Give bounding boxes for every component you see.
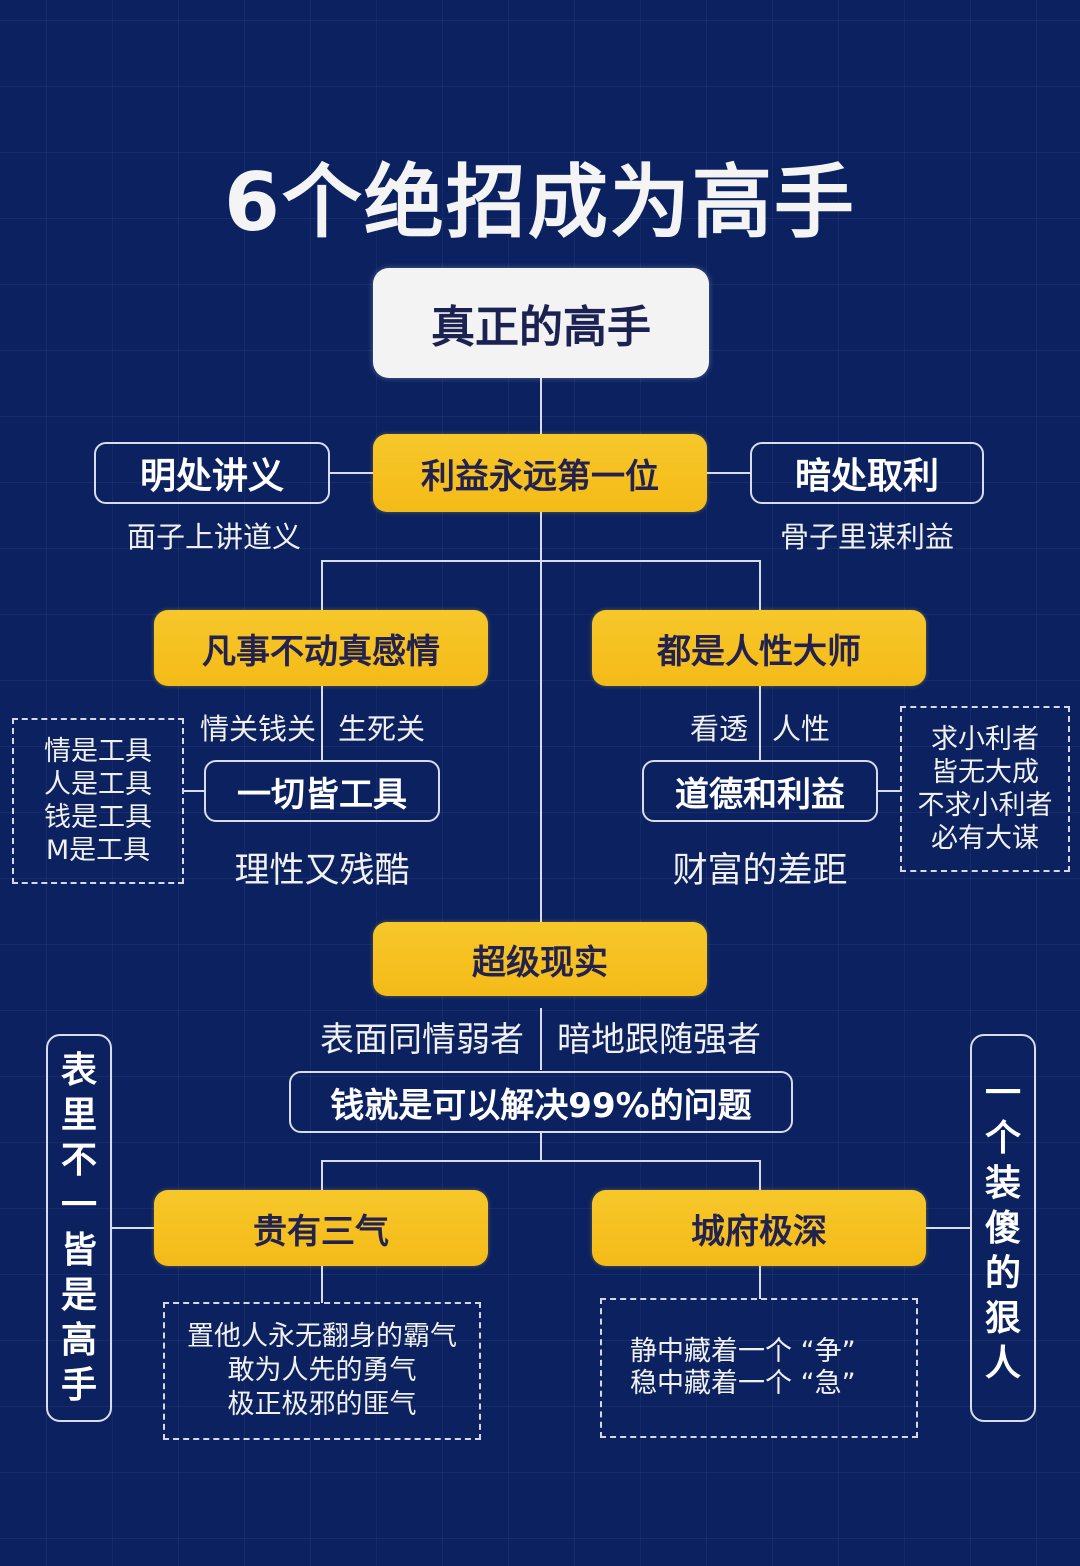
side-char: 一 [60, 1185, 97, 1226]
branch-drop-right [759, 560, 761, 610]
side-char: 不 [60, 1140, 97, 1181]
root-node: 真正的高手 [373, 268, 709, 378]
note-line: 求小利者 [931, 724, 1039, 755]
level1-right-caption: 骨子里谋利益 [779, 520, 954, 554]
side-char: 是 [60, 1275, 97, 1316]
note-line: 必有大谋 [931, 823, 1039, 854]
note-line: 钱是工具 [44, 802, 152, 833]
side-char: 手 [60, 1365, 97, 1406]
branch-right-sub-node: 道德和利益 [642, 760, 878, 822]
side-char: 人 [984, 1342, 1021, 1384]
branch-drop-left [321, 560, 323, 610]
side-char: 皆 [60, 1230, 97, 1271]
branch-left-caption: 理性又残酷 [234, 851, 410, 891]
side-right-box: 一 个 装 傻 的 狠 人 [970, 1034, 1036, 1422]
side-char: 个 [984, 1117, 1021, 1159]
branch-left-split-left: 情关钱关 [199, 712, 316, 746]
branch-left-sub-node: 一切皆工具 [204, 760, 440, 822]
level3-center-node: 超级现实 [373, 922, 707, 996]
side-left-connector [112, 1227, 154, 1229]
level3-sub-node: 钱就是可以解决99%的问题 [289, 1071, 793, 1133]
right-branch-stem [759, 686, 761, 760]
side-char: 装 [984, 1162, 1021, 1204]
side-char: 傻 [984, 1207, 1021, 1249]
bottom-right-notes: 静中藏着一个 “争” 稳中藏着一个 “急” [600, 1298, 918, 1438]
branch-left-node: 凡事不动真感情 [154, 610, 488, 686]
note-line: 极正极邪的匪气 [227, 1389, 417, 1420]
bottom-drop-right [759, 1160, 761, 1192]
level1-left-node: 明处讲义 [94, 442, 330, 504]
note-line: 情是工具 [44, 736, 152, 767]
bottom-right-node: 城府极深 [592, 1190, 926, 1266]
note-line: 静中藏着一个 “争” [630, 1336, 856, 1367]
note-line: 不求小利者 [917, 790, 1053, 821]
note-line: 皆无大成 [931, 757, 1039, 788]
side-char: 一 [984, 1072, 1021, 1114]
branch-left-notes: 情是工具 人是工具 钱是工具 M是工具 [12, 718, 184, 884]
side-right-connector [926, 1227, 970, 1229]
left-branch-stem [321, 686, 323, 760]
branch-right-split-left: 看透 [689, 712, 748, 746]
note-line: M是工具 [45, 835, 151, 866]
branch-splitter-top [321, 560, 761, 562]
left-notes-connector [184, 790, 204, 792]
branch-right-notes: 求小利者 皆无大成 不求小利者 必有大谋 [900, 706, 1070, 872]
side-char: 狠 [984, 1297, 1021, 1339]
note-line: 敢为人先的勇气 [227, 1355, 417, 1386]
level1-left-caption: 面子上讲道义 [126, 520, 301, 554]
branch-right-caption: 财富的差距 [672, 851, 848, 891]
level3-split-left: 表面同情弱者 [320, 1020, 524, 1060]
note-line: 稳中藏着一个 “急” [630, 1368, 856, 1399]
trunk-line-upper [540, 378, 542, 922]
side-char: 里 [60, 1095, 97, 1136]
bottom-left-node: 贵有三气 [154, 1190, 488, 1266]
side-left-box: 表 里 不 一 皆 是 高 手 [46, 1034, 112, 1422]
right-notes-connector [878, 790, 900, 792]
branch-left-split-right: 生死关 [338, 712, 426, 746]
side-char: 的 [984, 1252, 1021, 1294]
bottom-splitter [321, 1160, 761, 1162]
note-line: 人是工具 [44, 769, 152, 800]
bottom-left-stem [321, 1265, 323, 1303]
branch-right-node: 都是人性大师 [592, 610, 926, 686]
page-title: 6个绝招成为高手 [224, 156, 856, 249]
side-char: 表 [60, 1050, 97, 1091]
connector-left-l1 [330, 472, 374, 474]
level3-split-line [540, 1008, 542, 1070]
bottom-right-stem [759, 1265, 761, 1299]
level1-center-node: 利益永远第一位 [373, 434, 707, 512]
connector-right-l1 [706, 472, 750, 474]
level1-right-node: 暗处取利 [750, 442, 984, 504]
bottom-drop-left [321, 1160, 323, 1192]
bottom-left-notes: 置他人永无翻身的霸气 敢为人先的勇气 极正极邪的匪气 [163, 1302, 481, 1440]
bottom-trunk [540, 1132, 542, 1162]
note-line: 置他人永无翻身的霸气 [187, 1321, 457, 1352]
branch-right-split-right: 人性 [772, 712, 831, 746]
level3-split-right: 暗地跟随强者 [557, 1020, 761, 1060]
side-char: 高 [60, 1320, 97, 1361]
